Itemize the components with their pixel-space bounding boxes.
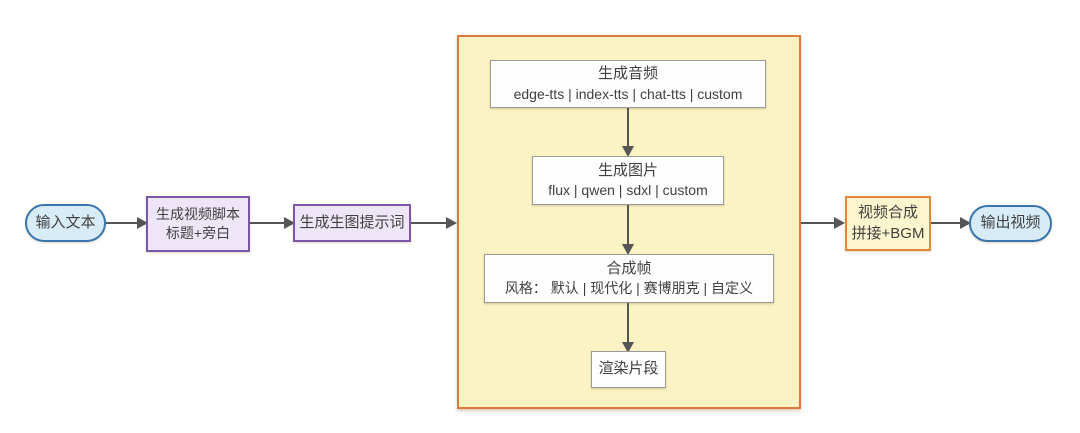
arrow-image-to-frame (622, 205, 634, 255)
arrow-compose-to-output (931, 217, 971, 229)
node-video-compose-line2: 拼接+BGM (851, 224, 925, 242)
arrowhead-down-icon (622, 146, 634, 157)
arrowhead-right-icon (137, 217, 148, 229)
node-input-text: 输入文本 (25, 204, 106, 242)
arrow-input-to-script (106, 217, 148, 229)
node-generate-audio-title: 生成音频 (597, 65, 658, 83)
node-generate-audio: 生成音频 edge-tts | index-tts | chat-tts | c… (490, 60, 766, 108)
node-output-video: 输出视频 (969, 205, 1052, 242)
arrow-prompt-to-container (411, 217, 457, 229)
node-video-compose-line1: 视频合成 (857, 204, 918, 222)
node-generate-script: 生成视频脚本 标题+旁白 (146, 196, 250, 252)
arrowhead-right-icon (284, 217, 295, 229)
node-compose-frame: 合成帧 风格： 默认 | 现代化 | 赛博朋克 | 自定义 (484, 254, 774, 303)
arrowhead-down-icon (622, 244, 634, 255)
arrow-script-to-prompt (250, 217, 295, 229)
node-input-text-label: 输入文本 (35, 213, 96, 231)
node-generate-prompt: 生成生图提示词 (293, 204, 411, 242)
node-generate-audio-options: edge-tts | index-tts | chat-tts | custom (513, 85, 743, 102)
node-compose-frame-title: 合成帧 (606, 259, 652, 277)
node-render-clip: 渲染片段 (591, 351, 666, 388)
arrowhead-down-icon (622, 342, 634, 353)
node-generate-script-line2: 标题+旁白 (165, 225, 231, 241)
node-video-compose: 视频合成 拼接+BGM (845, 196, 931, 251)
node-generate-image: 生成图片 flux | qwen | sdxl | custom (532, 156, 724, 205)
arrowhead-right-icon (960, 217, 971, 229)
node-generate-image-options: flux | qwen | sdxl | custom (548, 182, 708, 199)
arrow-container-to-compose (801, 217, 845, 229)
arrow-frame-to-render (622, 303, 634, 353)
arrowhead-right-icon (446, 217, 457, 229)
node-generate-script-line1: 生成视频脚本 (156, 206, 240, 223)
arrowhead-right-icon (834, 217, 845, 229)
node-generate-image-title: 生成图片 (597, 161, 658, 179)
node-output-video-label: 输出视频 (980, 214, 1041, 232)
node-compose-frame-options: 风格： 默认 | 现代化 | 赛博朋克 | 自定义 (504, 280, 754, 297)
node-generate-prompt-label: 生成生图提示词 (299, 213, 405, 231)
node-render-clip-label: 渲染片段 (598, 360, 659, 378)
arrow-audio-to-image (622, 108, 634, 157)
